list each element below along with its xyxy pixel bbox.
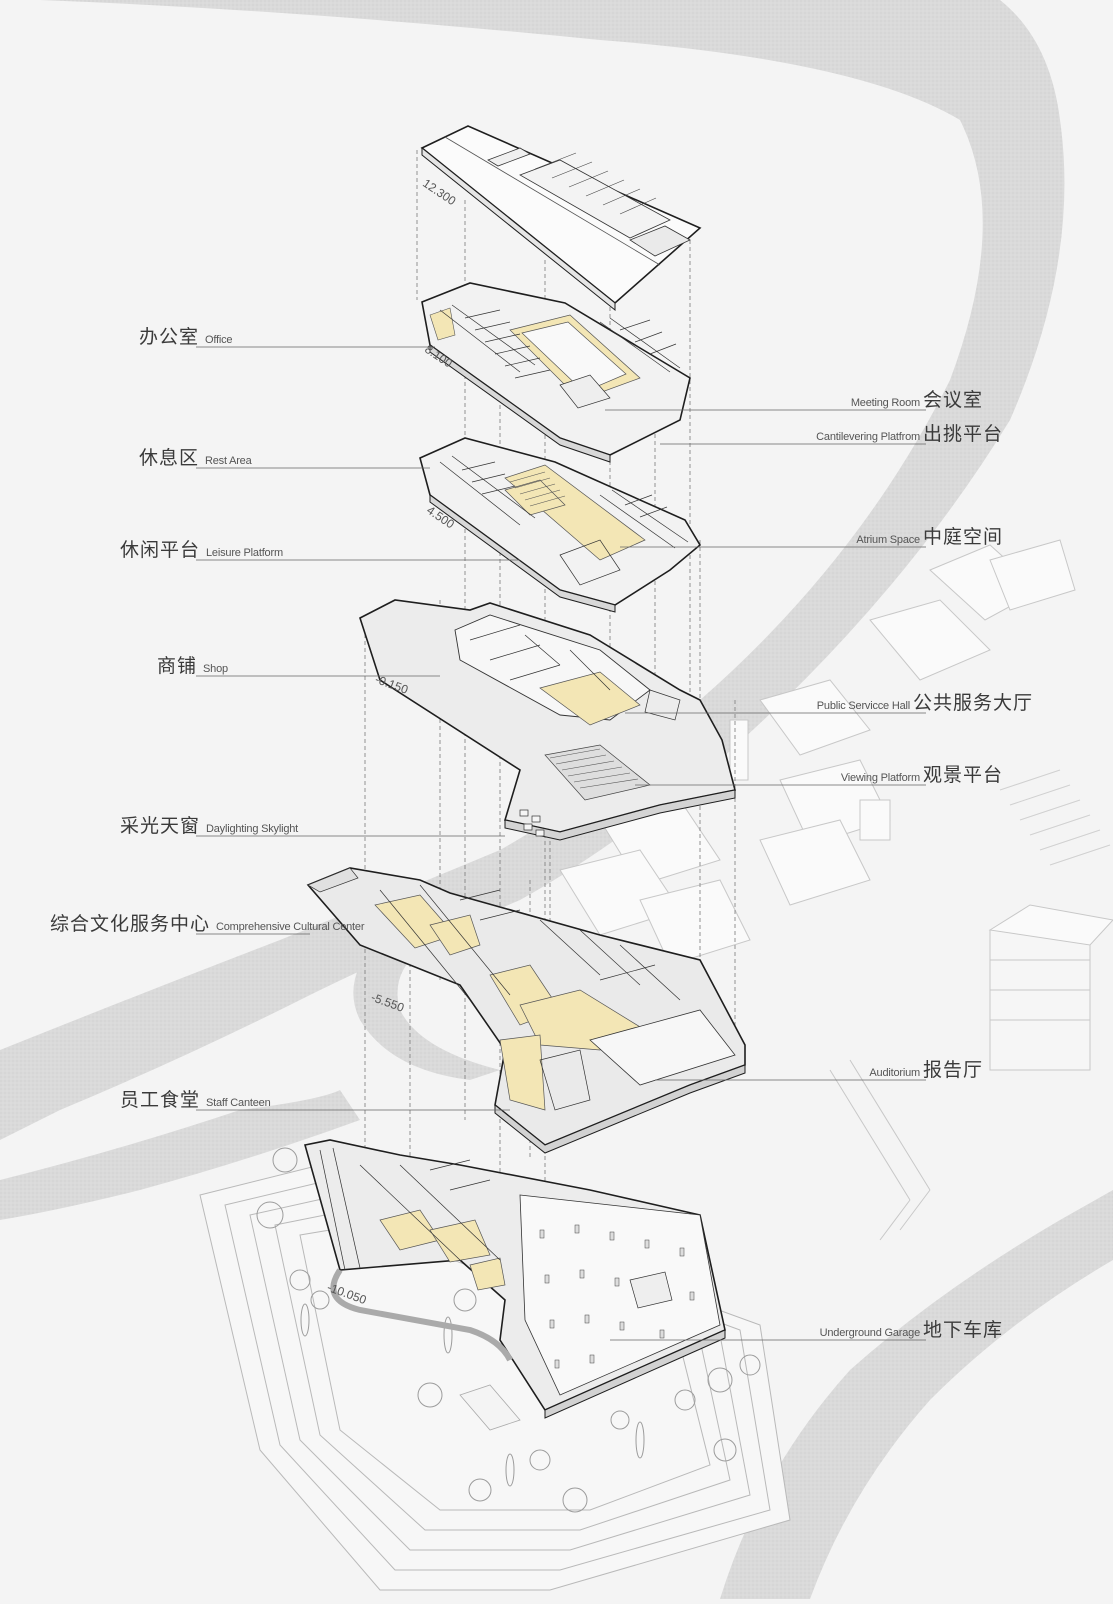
label-cultural-center: 综合文化服务中心 Comprehensive Cultural Center [50,915,364,934]
label-atrium-space-en: Atrium Space [856,534,920,546]
road-curve-middle [353,935,500,1080]
label-atrium-space-cn: 中庭空间 [922,527,1003,548]
label-public-service-hall-en: Public Servicce Hall [816,700,910,712]
label-cultural-center-en: Comprehensive Cultural Center [216,921,365,933]
label-leisure-platform-cn: 休闲平台 [120,540,201,561]
label-office: 办公室 Office [139,327,233,348]
label-underground-garage-cn: 地下车库 [922,1320,1003,1341]
label-staff-canteen: 员工食堂 Staff Canteen [120,1091,271,1110]
label-auditorium-cn: 报告厅 [922,1060,983,1081]
label-rest-area-en: Rest Area [205,455,252,467]
label-meeting-room-en: Meeting Room [850,397,920,409]
label-underground-garage-en: Underground Garage [819,1327,921,1339]
label-auditorium-en: Auditorium [869,1067,920,1079]
leader-lines [196,346,926,1341]
label-shop-cn: 商铺 [157,656,198,677]
label-public-service-hall-cn: 公共服务大厅 [912,693,1033,714]
road-lower [0,1090,360,1220]
label-daylighting-skylight: 采光天窗 Daylighting Skylight [120,817,298,836]
ground-floorplate [359,599,736,841]
basement-1-floorplate [306,867,746,1154]
label-daylighting-skylight-cn: 采光天窗 [120,816,201,837]
label-shop-en: Shop [203,663,228,675]
label-staff-canteen-en: Staff Canteen [206,1097,271,1109]
label-meeting-room-cn: 会议室 [922,390,983,411]
parking-lines [999,769,1111,866]
label-viewing-platform-en: Viewing Platform [840,772,920,784]
trees [256,1147,761,1513]
basement-2-floorplate [303,1139,726,1431]
label-staff-canteen-cn: 员工食堂 [120,1090,201,1111]
label-cantilevering-platform-cn: 出挑平台 [922,424,1003,445]
label-cultural-center-cn: 综合文化服务中心 [50,914,211,935]
label-leisure-platform-en: Leisure Platform [206,547,283,559]
level-3-floorplate [421,282,691,463]
level-2-floorplate [419,437,702,613]
context-buildings [559,539,1113,1241]
label-cantilevering-platform-en: Cantilevering Platfrom [816,431,920,443]
label-office-en: Office [205,334,233,346]
label-shop: 商铺 Shop [157,657,228,676]
label-rest-area-cn: 休息区 [139,448,200,469]
label-viewing-platform-cn: 观景平台 [922,765,1003,786]
label-daylighting-skylight-en: Daylighting Skylight [206,823,299,835]
roof-layer [420,125,702,312]
road-bottom-right [720,1190,1113,1599]
label-leisure-platform: 休闲平台 Leisure Platform [120,541,283,560]
label-rest-area: 休息区 Rest Area [139,449,252,468]
label-office-cn: 办公室 [139,327,200,348]
